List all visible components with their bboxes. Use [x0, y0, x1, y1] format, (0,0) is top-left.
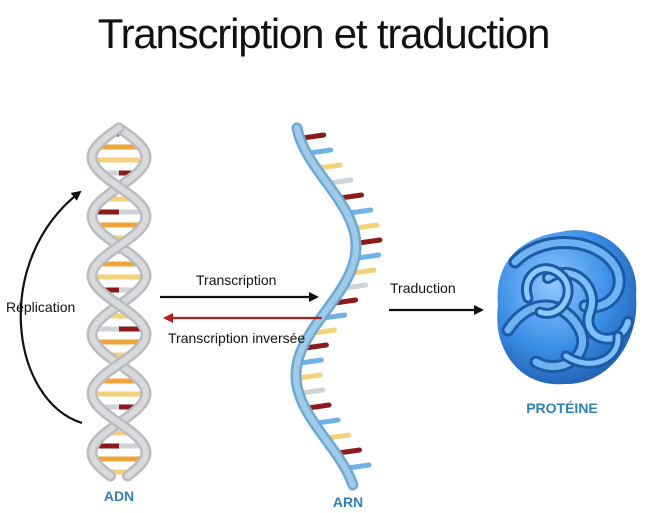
page-title: Transcription et traduction	[97, 10, 551, 57]
reverse-transcription-label: Transcription inversée	[168, 330, 306, 346]
rna-base	[305, 402, 332, 411]
rna-base	[356, 237, 383, 246]
rna-base	[316, 162, 343, 171]
rna-base	[302, 342, 329, 351]
protein-structure	[497, 230, 637, 385]
replication-arrow	[19, 190, 83, 425]
translation-label: Traduction	[390, 280, 456, 296]
rna-base	[297, 357, 324, 366]
rna-base	[296, 372, 323, 381]
dna-double-helix	[86, 122, 152, 482]
protein-label: PROTÉINE	[526, 400, 598, 416]
rna-backbone-highlight	[293, 125, 359, 488]
dna-label: ADN	[103, 488, 135, 504]
rna-base	[300, 132, 327, 141]
transcription-label: Transcription	[196, 272, 277, 288]
rna-base	[307, 147, 334, 156]
rna-base	[336, 447, 363, 456]
rna-strand	[290, 122, 383, 491]
rna-base	[345, 462, 372, 471]
rna-base	[314, 417, 341, 426]
rna-base	[350, 267, 377, 276]
rna-base	[325, 432, 352, 441]
rna-base	[353, 222, 380, 231]
dna-backbone-highlight-b	[88, 125, 150, 479]
rna-base	[299, 387, 326, 396]
rna-base	[347, 207, 374, 216]
rna-base	[338, 192, 365, 201]
rna-base	[327, 177, 354, 186]
replication-label: Réplication	[6, 299, 76, 315]
rna-base	[355, 252, 382, 261]
rna-label: ARN	[332, 494, 364, 510]
